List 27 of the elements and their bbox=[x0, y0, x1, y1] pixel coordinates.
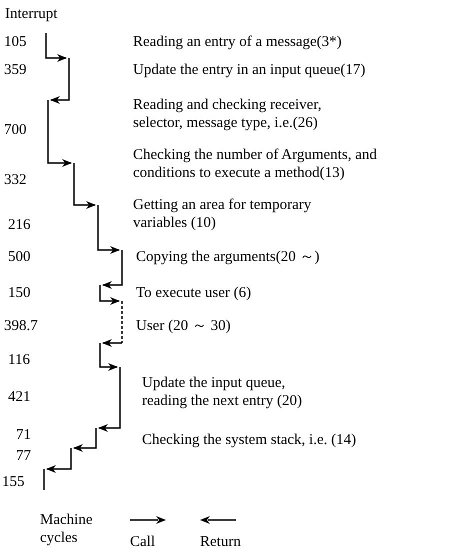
trace-label: 359 bbox=[4, 61, 26, 79]
trace-label: Reading and checking receiver, selector, message type, i.e.(26) bbox=[133, 96, 322, 132]
trace-label: 150 bbox=[8, 284, 30, 302]
trace-label: 398.7 bbox=[4, 317, 38, 335]
trace-label: 700 bbox=[4, 121, 26, 139]
trace-label: 77 bbox=[16, 447, 31, 465]
legend-label: Call bbox=[130, 533, 156, 550]
axis-label: Machine cycles bbox=[40, 511, 94, 547]
trace-label: 500 bbox=[8, 248, 30, 266]
trace-label: 155 bbox=[2, 473, 24, 491]
legend-label: Return bbox=[200, 533, 241, 550]
trace-label: Checking the system stack, i.e. (14) bbox=[142, 431, 356, 449]
trace-label: 216 bbox=[8, 216, 30, 234]
trace-label: User (20 ～ 30) bbox=[136, 317, 231, 335]
trace-label: Update the input queue, reading the next entry (20) bbox=[142, 374, 303, 410]
trace-label: 105 bbox=[4, 33, 26, 51]
trace-label: Reading an entry of a message(3*) bbox=[133, 33, 342, 51]
trace-label: 421 bbox=[8, 388, 30, 406]
trace-label: 71 bbox=[16, 426, 31, 444]
trace-label: Copying the arguments(20 ～) bbox=[136, 248, 320, 266]
trace-label: Update the entry in an input queue(17) bbox=[133, 61, 366, 79]
trace-label: To execute user (6) bbox=[136, 284, 252, 302]
trace-label: 332 bbox=[4, 171, 26, 189]
trace-label: Checking the number of Arguments, and conditions to execute a method(13) bbox=[133, 146, 378, 182]
start-label: Interrupt bbox=[5, 5, 58, 23]
trace-label: 116 bbox=[8, 351, 30, 369]
trace-label: Getting an area for temporary variables (10) bbox=[133, 196, 312, 232]
